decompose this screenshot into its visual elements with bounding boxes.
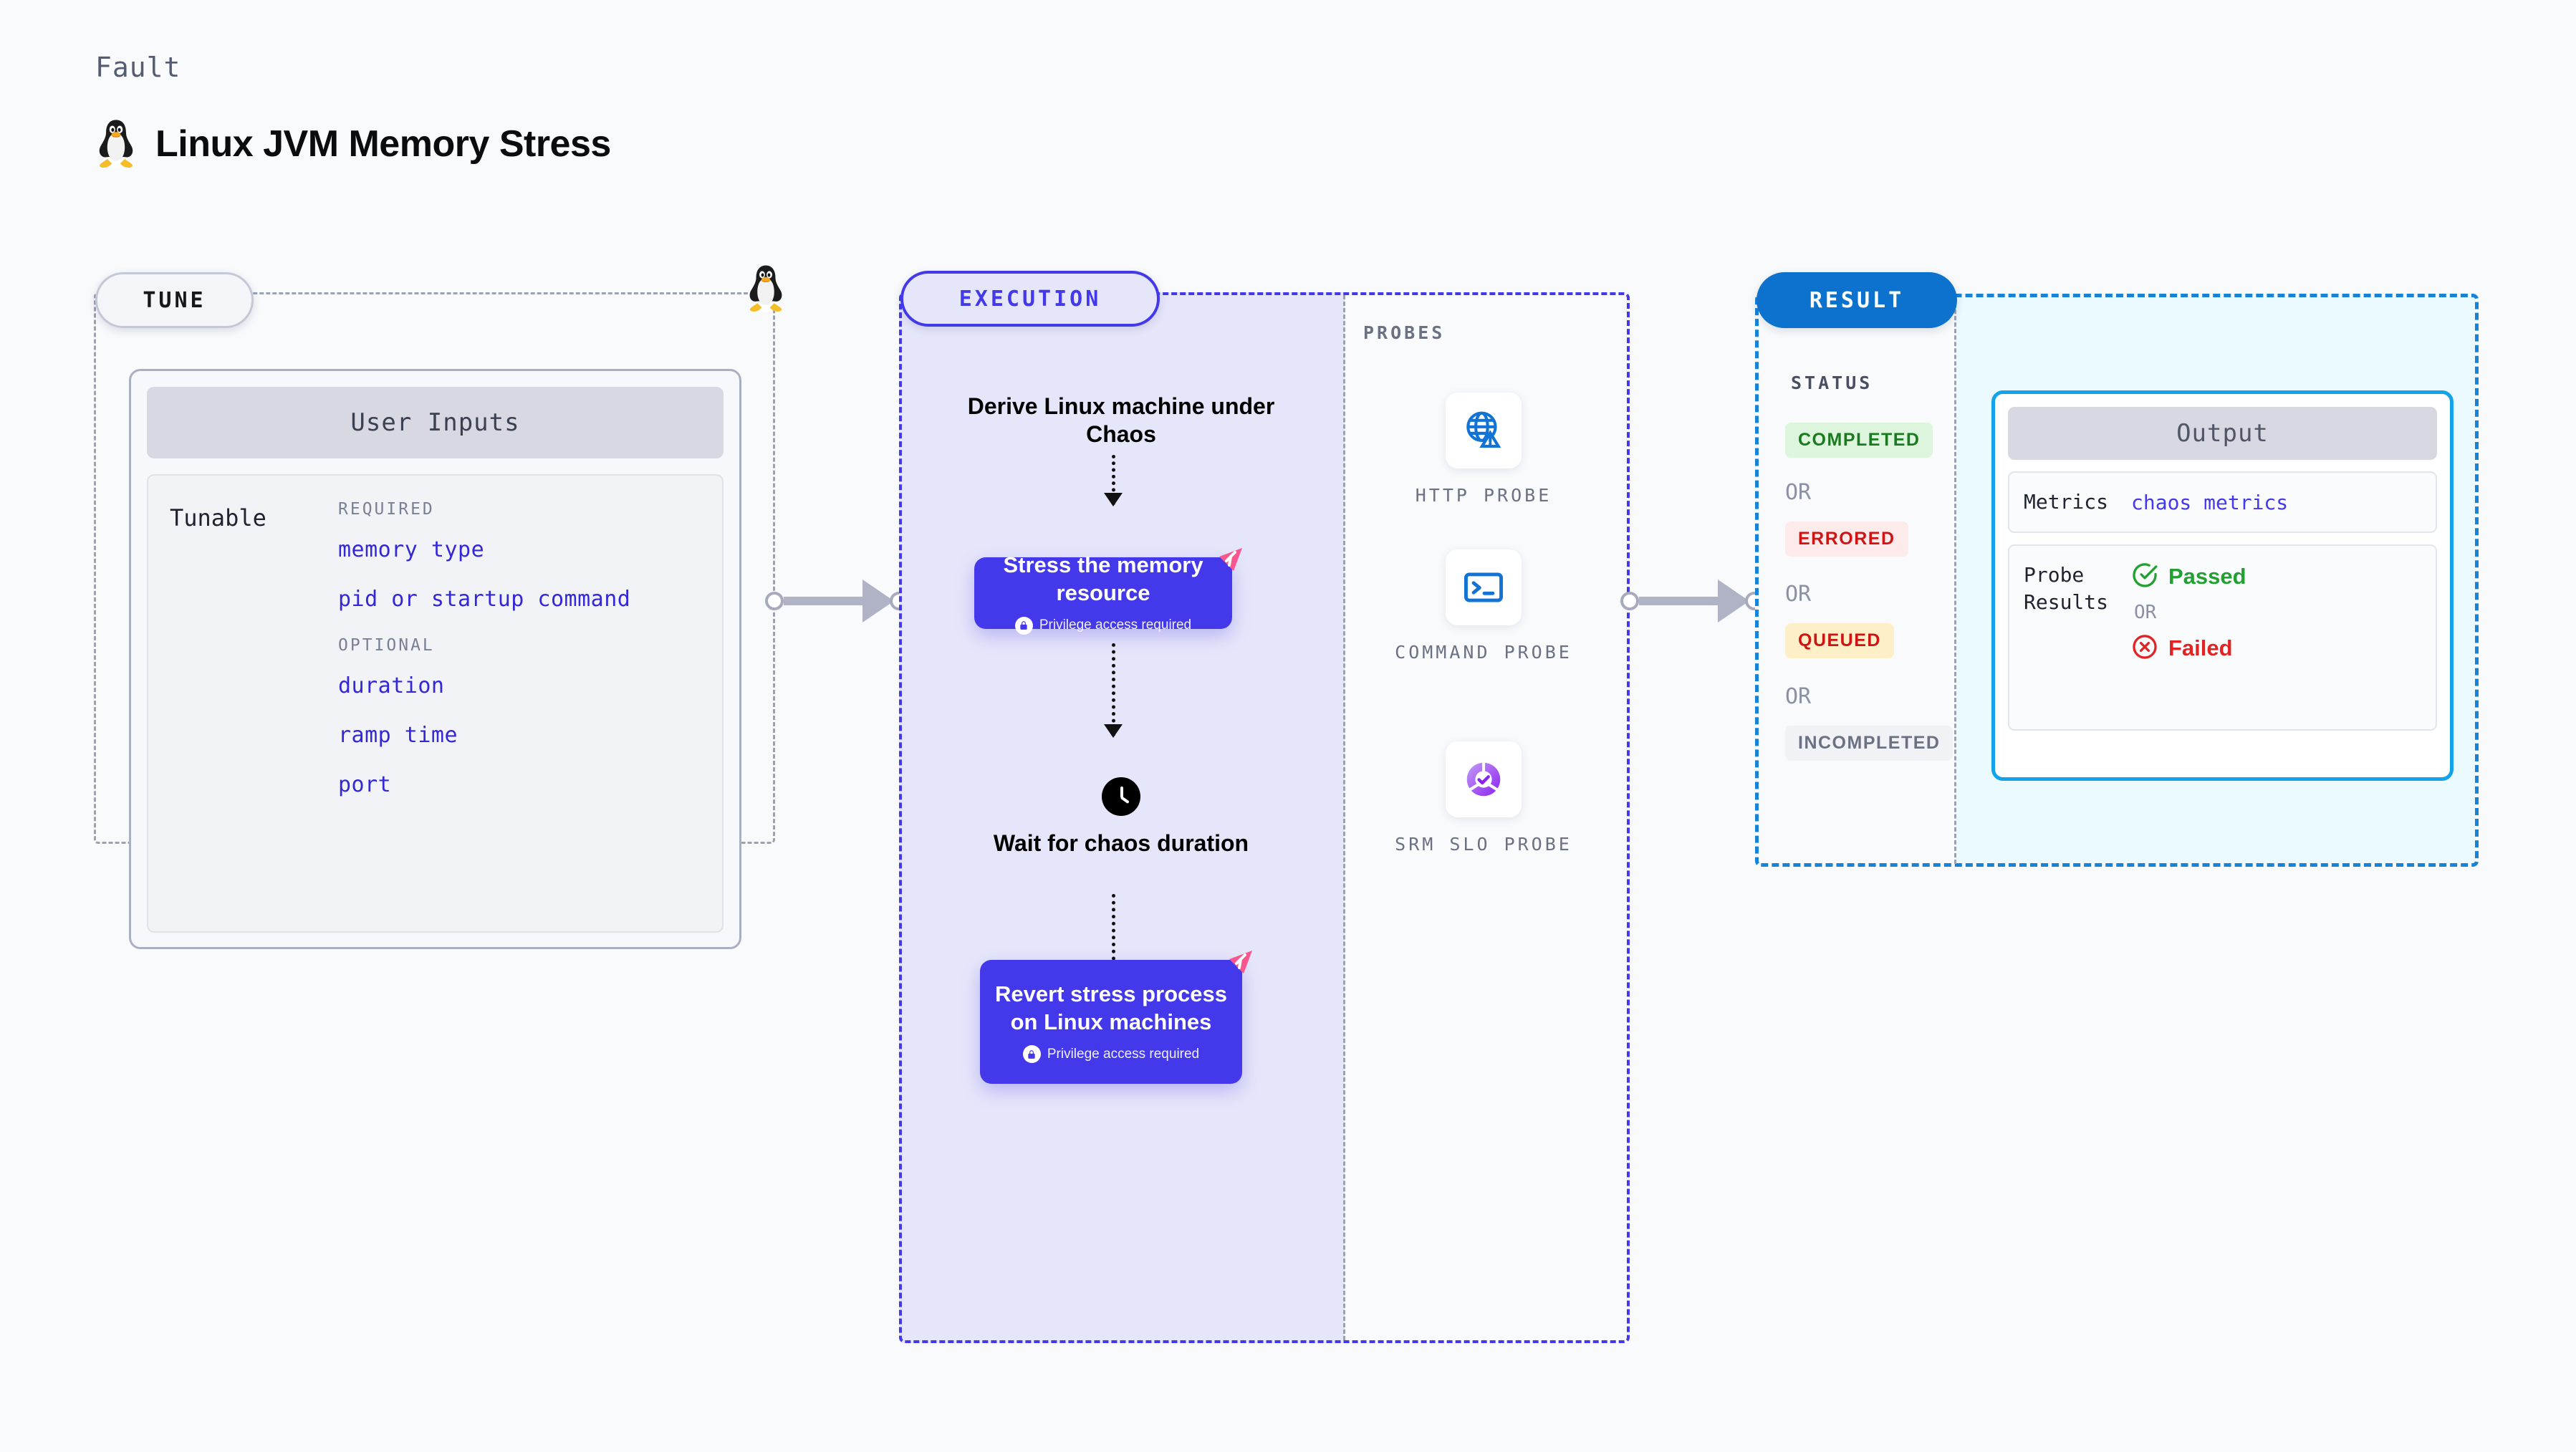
connector-start-dot bbox=[765, 592, 784, 610]
execution-step-title-derive: Derive Linux machine under Chaos bbox=[967, 393, 1275, 448]
probe-result-failed: Failed bbox=[2131, 633, 2421, 663]
tunable-group-title-required: REQUIRED bbox=[338, 500, 435, 519]
execution-pill-label[interactable]: EXECUTION bbox=[900, 271, 1160, 327]
tunable-label: Tunable bbox=[170, 504, 266, 532]
check-circle-icon bbox=[2131, 562, 2158, 592]
result-pill-label[interactable]: RESULT bbox=[1756, 272, 1957, 328]
flow-arrow bbox=[1104, 643, 1123, 738]
x-circle-icon bbox=[2131, 633, 2158, 663]
probe-command[interactable]: COMMAND PROBE bbox=[1394, 549, 1573, 665]
tunable-group-title-optional: OPTIONAL bbox=[338, 636, 435, 655]
globe-warning-icon bbox=[1446, 393, 1522, 468]
linux-penguin-icon bbox=[95, 118, 137, 170]
status-badge-errored: ERRORED bbox=[1785, 521, 1908, 557]
or-label: OR bbox=[1785, 582, 1812, 607]
page-title: Linux JVM Memory Stress bbox=[155, 123, 611, 165]
tunable-item[interactable]: ramp time bbox=[338, 723, 458, 748]
execution-step-box-title: Revert stress process on Linux machines bbox=[995, 981, 1227, 1034]
tunable-body: Tunable REQUIRED memory type pid or star… bbox=[147, 474, 724, 933]
tunable-item[interactable]: pid or startup command bbox=[338, 587, 631, 612]
tune-pill-label[interactable]: TUNE bbox=[95, 272, 254, 328]
execution-step-title-wait: Wait for chaos duration bbox=[993, 830, 1249, 856]
execution-zone bbox=[899, 292, 1630, 1343]
connector-shaft bbox=[784, 597, 864, 605]
or-label: OR bbox=[1785, 684, 1812, 709]
connector-shaft bbox=[1639, 597, 1719, 605]
probe-label: COMMAND PROBE bbox=[1395, 642, 1572, 663]
probes-divider bbox=[1343, 295, 1345, 1340]
lock-icon bbox=[1022, 1045, 1041, 1064]
slo-donut-check-icon bbox=[1446, 741, 1522, 817]
tunable-list: REQUIRED memory type pid or startup comm… bbox=[338, 500, 701, 907]
tunable-item[interactable]: memory type bbox=[338, 537, 485, 562]
privilege-note: Privilege access required bbox=[1022, 1045, 1200, 1064]
connector-start-dot bbox=[1620, 592, 1639, 610]
probe-result-passed-label: Passed bbox=[2168, 563, 2246, 589]
probe-result-passed: Passed bbox=[2131, 562, 2421, 592]
page-kicker: Fault bbox=[95, 52, 181, 83]
probes-section-label: PROBES bbox=[1363, 322, 1446, 343]
user-inputs-card: User Inputs Tunable REQUIRED memory type… bbox=[129, 369, 741, 949]
output-title: Output bbox=[2008, 407, 2437, 460]
output-metrics-value[interactable]: chaos metrics bbox=[2131, 491, 2289, 514]
clock-icon bbox=[1102, 777, 1140, 816]
output-probe-results-row: Probe Results Passed OR bbox=[2008, 544, 2437, 731]
user-inputs-title: User Inputs bbox=[147, 387, 724, 458]
probe-srm-slo[interactable]: SRM SLO PROBE bbox=[1394, 741, 1573, 857]
page-title-row: Linux JVM Memory Stress bbox=[95, 118, 611, 170]
execution-step-box-stress[interactable]: Stress the memory resource Privilege acc… bbox=[974, 548, 1242, 635]
result-divider bbox=[1954, 297, 1956, 864]
flow-arrow bbox=[1104, 455, 1123, 506]
output-metrics-row: Metrics chaos metrics bbox=[2008, 471, 2437, 533]
probe-http[interactable]: HTTP PROBE bbox=[1394, 393, 1573, 508]
execution-step-box-title: Stress the memory resource bbox=[1003, 552, 1203, 605]
or-label: OR bbox=[1785, 480, 1812, 505]
connector-arrowhead bbox=[1718, 580, 1749, 622]
tunable-item[interactable]: port bbox=[338, 772, 392, 797]
privilege-note-text: Privilege access required bbox=[1047, 1046, 1200, 1062]
probe-result-or-label: OR bbox=[2134, 601, 2157, 623]
terminal-icon bbox=[1446, 549, 1522, 625]
status-label: STATUS bbox=[1791, 372, 1873, 393]
status-badge-queued: QUEUED bbox=[1785, 623, 1894, 658]
probe-result-failed-label: Failed bbox=[2168, 635, 2233, 660]
tunable-item[interactable]: duration bbox=[338, 673, 445, 698]
probe-label: SRM SLO PROBE bbox=[1395, 834, 1572, 855]
output-card: Output Metrics chaos metrics Probe Resul… bbox=[1991, 390, 2454, 781]
output-metrics-key: Metrics bbox=[2024, 490, 2109, 514]
privilege-note: Privilege access required bbox=[1014, 616, 1192, 635]
connector-arrowhead bbox=[862, 580, 894, 622]
status-badge-completed: COMPLETED bbox=[1785, 423, 1933, 458]
execution-column-bg bbox=[899, 292, 1345, 1343]
chaos-badge-icon bbox=[1213, 542, 1248, 580]
probe-label: HTTP PROBE bbox=[1415, 485, 1552, 506]
connector-tune-to-execution bbox=[765, 580, 908, 622]
chaos-badge-icon bbox=[1224, 945, 1258, 983]
output-probe-results-key: Probe Results bbox=[2024, 562, 2109, 614]
privilege-note-text: Privilege access required bbox=[1039, 617, 1192, 633]
execution-step-box-revert[interactable]: Revert stress process on Linux machines … bbox=[980, 951, 1252, 1084]
result-left-bg bbox=[1755, 294, 1956, 867]
linux-penguin-icon-border bbox=[746, 264, 786, 317]
lock-icon bbox=[1014, 616, 1033, 635]
result-zone bbox=[1755, 294, 2479, 867]
status-badge-incompleted: INCOMPLETED bbox=[1785, 726, 1953, 761]
connector-execution-to-result bbox=[1620, 580, 1764, 622]
